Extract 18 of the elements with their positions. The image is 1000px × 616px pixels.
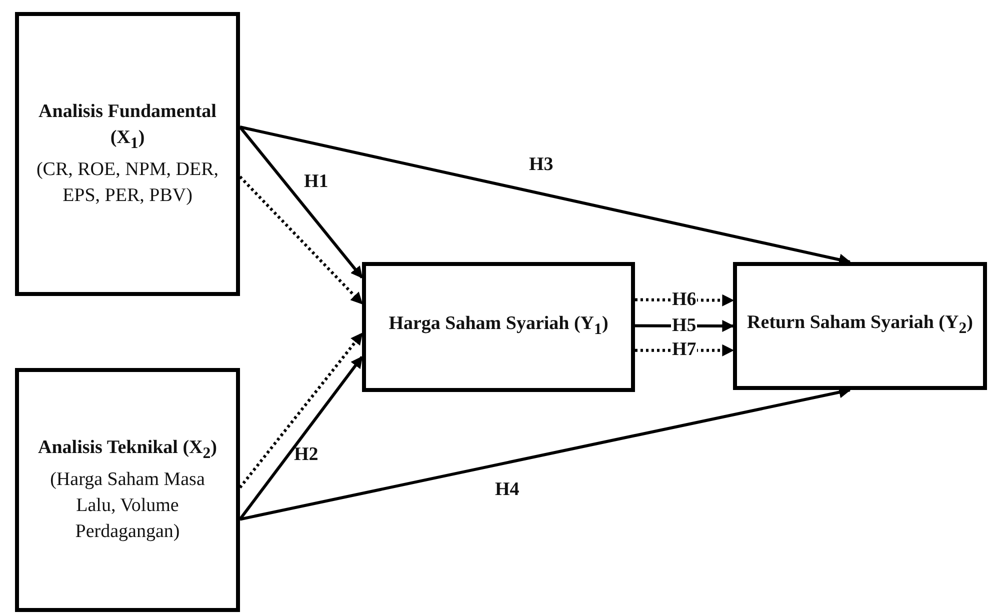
edge-label: H3 [528, 155, 554, 175]
variable-box [733, 262, 987, 390]
indicator-list: (Harga Saham Masa Lalu, Volume Perdagangan) [29, 466, 226, 545]
arrow [238, 356, 364, 520]
variable-box [362, 262, 635, 392]
dotted-arrow [238, 176, 364, 305]
dotted-arrow [238, 332, 364, 488]
edge-label: H2 [293, 445, 320, 465]
variable-title: Analisis Teknikal (X$_{2}$) [38, 436, 217, 464]
edge-label: H1 [303, 172, 330, 192]
variable-title: Return Saham Syariah (Y$_{2}$) [747, 311, 973, 339]
indicator-list: (CR, ROE, NPM, DER, EPS, PER, PBV) [29, 156, 226, 209]
variable-title: Analisis Fundamental (X$_{1}$) [38, 100, 218, 154]
variable-title: Harga Saham Syariah (Y$_{1}$) [388, 312, 608, 340]
variable-box [15, 368, 240, 612]
edge-label: H4 [494, 480, 520, 500]
arrow [238, 126, 364, 279]
variable-box [15, 12, 240, 296]
